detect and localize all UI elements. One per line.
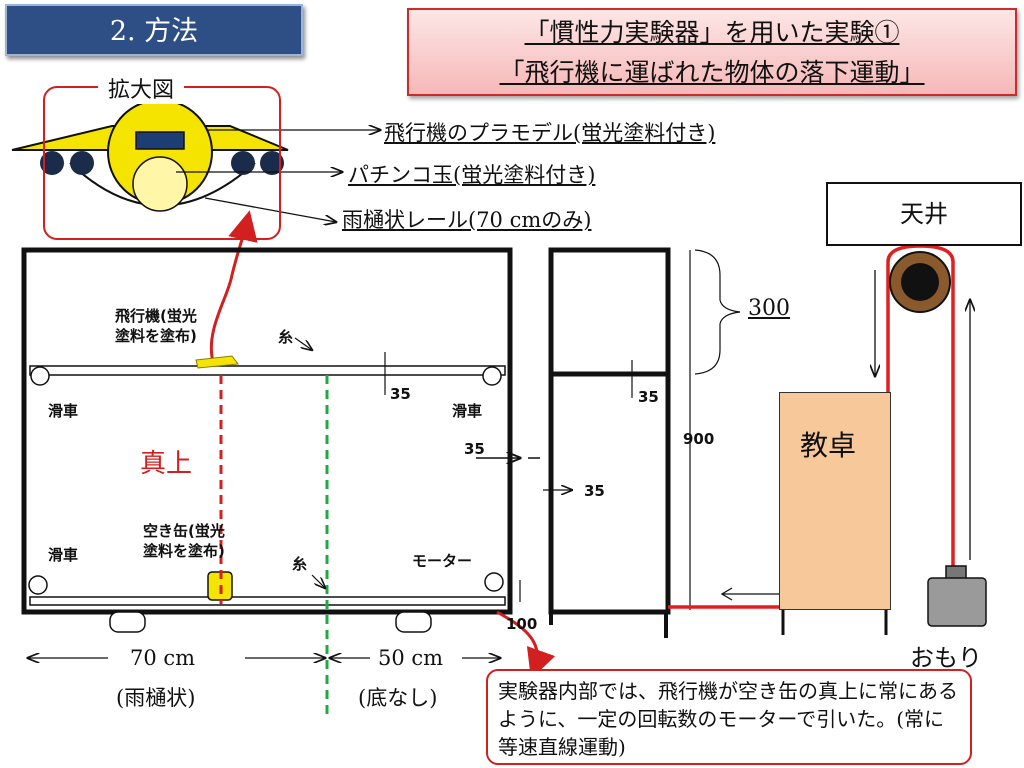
teacher-desk — [779, 392, 891, 610]
top-pulley — [889, 251, 951, 313]
section-badge: 2. 方法 — [5, 4, 303, 56]
dim-100: 100 — [506, 615, 538, 633]
pulley-label-tr: 滑車 — [452, 402, 483, 420]
directly-above-label: 真上 — [140, 449, 193, 479]
weight — [927, 565, 987, 627]
note-box: 実験器内部では、飛行機が空き缶の真上に常にあるように、一定の回転数のモーターで引… — [486, 669, 972, 765]
plane-label-2: 塗料を塗布) — [115, 327, 197, 345]
dim-35-wall: 35 — [464, 440, 485, 458]
apparatus-front-view — [21, 247, 572, 715]
can-label-1: 空き缶(蛍光 — [143, 522, 225, 540]
right-note: (底なし) — [358, 686, 438, 710]
pachinko-ball — [132, 156, 188, 212]
title-line-2: 「飛行機に運ばれた物体の落下運動」 — [499, 58, 925, 87]
wheel — [231, 151, 255, 175]
left-note: (雨樋状) — [116, 686, 196, 710]
cockpit-window — [135, 131, 185, 150]
title-line-1: 「慣性力実験器」を用いた実験① — [524, 18, 900, 47]
string-label-top: 糸 — [278, 328, 294, 346]
zoom-title: 拡大図 — [98, 72, 185, 104]
apparatus-side-view — [548, 247, 741, 638]
callout-ball: パチンコ玉(蛍光塗料付き) — [348, 163, 596, 187]
wheel — [70, 151, 94, 175]
wheel — [260, 151, 284, 175]
dim-300: 300 — [748, 296, 790, 321]
weight-label: おもり — [910, 644, 982, 672]
dim-900: 900 — [683, 430, 715, 448]
plane-label-1: 飛行機(蛍光 — [115, 307, 197, 325]
dim-35-side: 35 — [584, 482, 605, 500]
slide-title: 「慣性力実験器」を用いた実験① 「飛行機に運ばれた物体の落下運動」 — [407, 8, 1017, 96]
string-label-bottom: 糸 — [292, 555, 308, 573]
zoom-airplane — [11, 99, 289, 212]
callout-model: 飛行機のプラモデル(蛍光塗料付き) — [384, 121, 716, 145]
can-label-2: 塗料を塗布) — [143, 542, 225, 560]
zoom-frame — [43, 86, 281, 240]
dim-35-top: 35 — [638, 388, 659, 406]
ceiling-box: 天井 — [826, 182, 1022, 246]
callout-rail: 雨樋状レール(70 cmのみ) — [342, 208, 592, 232]
wheel — [40, 151, 64, 175]
motor-label: モーター — [412, 552, 473, 570]
left-length: 70 cm — [130, 646, 196, 670]
desk-label: 教卓 — [800, 429, 857, 462]
pulley-label-bl: 滑車 — [48, 546, 79, 564]
right-length: 50 cm — [378, 646, 444, 670]
dim-35-rail: 35 — [390, 385, 411, 403]
pulley-label-tl: 滑車 — [48, 402, 79, 420]
